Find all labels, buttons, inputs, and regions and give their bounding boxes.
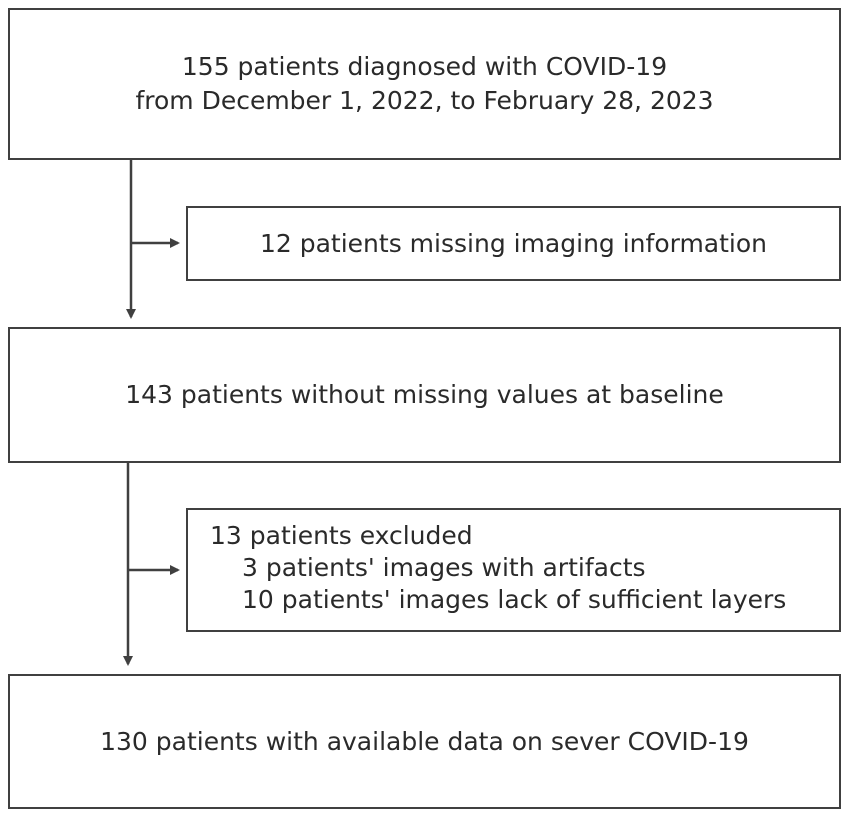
box-diagnosed-patients: 155 patients diagnosed with COVID-19 fro… [8,8,841,160]
box-missing-imaging: 12 patients missing imaging information [186,206,841,281]
box-without-missing-text: 143 patients without missing values at b… [125,380,724,409]
box-missing-imaging-text: 12 patients missing imaging information [259,228,768,258]
box-diagnosed-line1: 155 patients diagnosed with COVID-19 [181,52,668,81]
box-excluded-reason-layers: 10 patients' images lack of sufficient l… [242,585,787,614]
box-excluded-title: 13 patients excluded [210,521,473,550]
box-diagnosed-line2: from December 1, 2022, to February 28, 2… [135,86,714,115]
box-available-data: 130 patients with available data on seve… [8,674,841,809]
box-excluded-patients: 13 patients excluded 3 patients' images … [186,508,841,632]
box-available-data-text: 130 patients with available data on seve… [100,726,749,756]
box-without-missing-values: 143 patients without missing values at b… [8,327,841,463]
box-excluded-reason-artifacts: 3 patients' images with artifacts [242,553,646,582]
